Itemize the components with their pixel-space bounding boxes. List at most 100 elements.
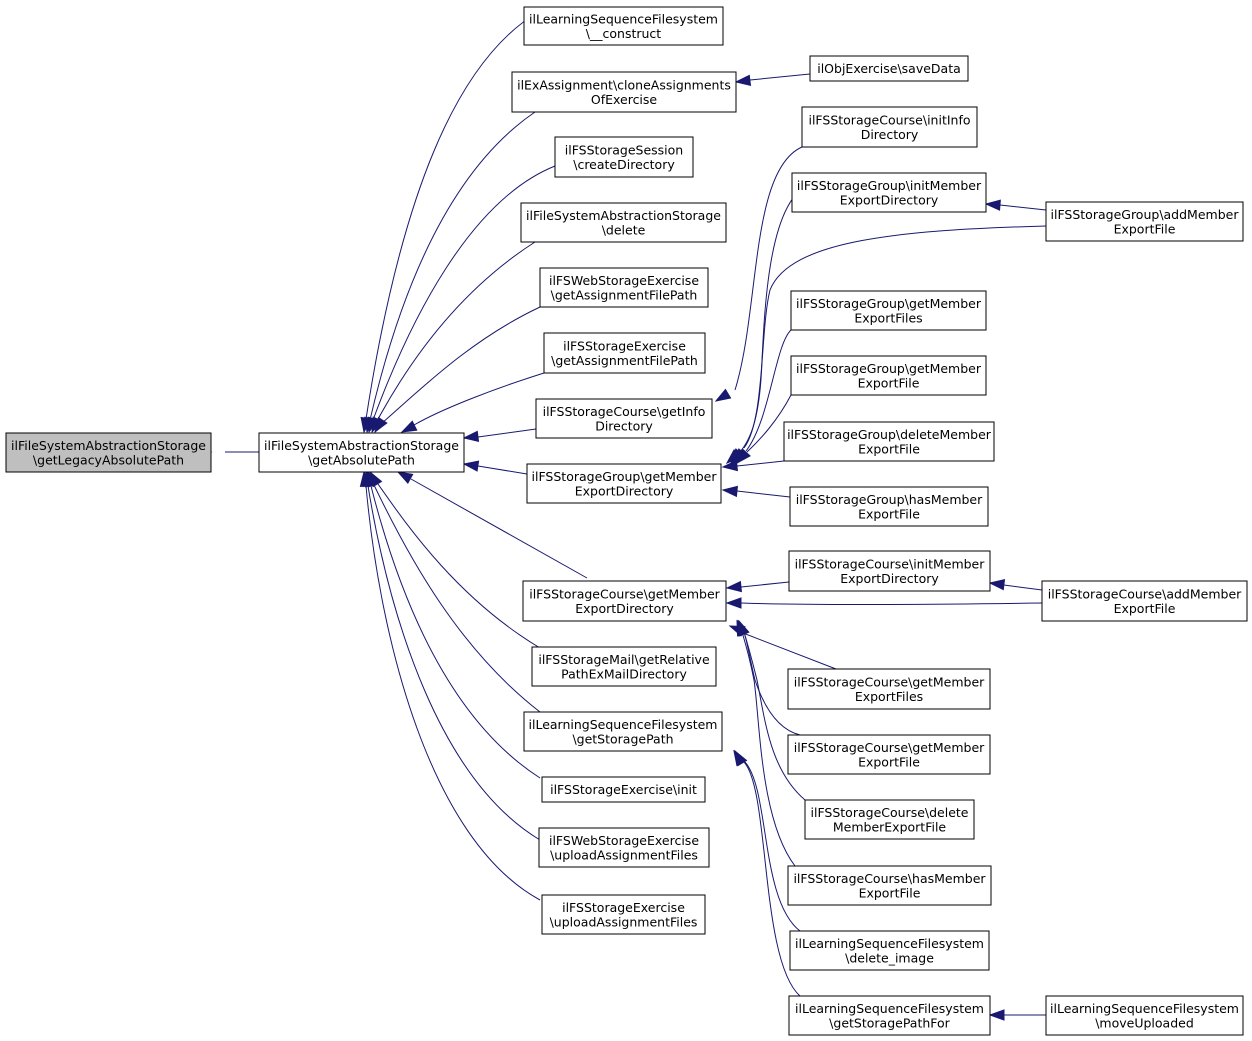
arrowhead-icon — [736, 448, 751, 465]
node-ex-init[interactable]: ilFSStorageExercise\init — [541, 776, 706, 803]
node-web-getassign[interactable]: ilFSWebStorageExercise\getAssignmentFile… — [539, 267, 709, 308]
edge-line — [746, 394, 792, 453]
node-label: ilFSStorageExercise — [563, 338, 686, 353]
node-root[interactable]: ilFileSystemAbstractionStorage\getLegacy… — [5, 432, 212, 473]
edge-line — [749, 73, 811, 81]
node-course-getmemberdir[interactable]: ilFSStorageCourse\getMemberExportDirecto… — [522, 580, 727, 622]
node-lsf-getstorage[interactable]: ilLearningSequenceFilesystem\getStorageP… — [523, 711, 723, 752]
edge-line — [370, 485, 541, 779]
node-box — [522, 580, 727, 622]
edge-group_deletefile-to-group_getmemberdir — [721, 459, 785, 472]
node-label: ilFSStorageGroup\initMember — [797, 178, 982, 193]
node-label: ilFSStorageSession — [565, 142, 683, 157]
node-label: \delete — [602, 222, 646, 237]
arrowhead-icon — [734, 74, 752, 86]
edge-line — [743, 761, 801, 997]
edge-line — [477, 465, 528, 475]
edge-line — [734, 146, 803, 391]
edge-ex_getassign-to-abs — [400, 372, 545, 433]
node-session-createdir[interactable]: ilFSStorageSession\createDirectory — [554, 136, 694, 178]
node-label: ilFSStorageGroup\deleteMember — [787, 427, 992, 442]
node-exa-clone[interactable]: ilExAssignment\cloneAssignmentsOfExercis… — [511, 71, 737, 113]
node-group-getmemberdir[interactable]: ilFSStorageGroup\getMemberExportDirector… — [526, 463, 722, 504]
node-ex-upload[interactable]: ilFSStorageExercise\uploadAssignmentFile… — [541, 894, 706, 935]
edge-line — [377, 483, 541, 649]
edge-course_initinfo-to-course_getinfo — [714, 146, 803, 402]
node-label: Directory — [861, 127, 919, 142]
node-label: \moveUploaded — [1095, 1015, 1194, 1030]
arrowhead-icon — [396, 471, 414, 484]
node-mail-getrel[interactable]: ilFSStorageMail\getRelativePathExMailDir… — [531, 646, 717, 687]
node-box — [554, 136, 694, 178]
node-box — [1041, 580, 1248, 622]
node-course-initmember[interactable]: ilFSStorageCourse\initMemberExportDirect… — [788, 550, 991, 592]
node-label: ExportFile — [1114, 221, 1176, 236]
node-box — [787, 734, 991, 775]
node-box — [789, 930, 990, 971]
node-obj-save[interactable]: ilObjExercise\saveData — [809, 55, 969, 82]
node-box — [783, 421, 995, 462]
edge-line — [381, 306, 541, 424]
node-label: ExportFile — [858, 375, 920, 390]
node-box — [541, 894, 706, 935]
edge-line — [745, 329, 792, 452]
edge-ex_upload-to-abs — [359, 470, 541, 901]
node-label: ExportDirectory — [840, 192, 939, 207]
edge-line — [365, 485, 541, 901]
edge-line — [413, 372, 545, 426]
node-label: ilFSStorageCourse\getInfo — [543, 404, 706, 419]
node-label: ilFileSystemAbstractionStorage — [11, 438, 206, 453]
node-label: ilFSStorageExercise — [562, 900, 685, 915]
edge-line — [740, 581, 790, 588]
node-label: \__construct — [586, 26, 662, 41]
node-label: Directory — [595, 418, 653, 433]
node-label: \getAssignmentFilePath — [551, 287, 698, 302]
node-lsf-moveuploaded[interactable]: ilLearningSequenceFilesystem\moveUploade… — [1045, 995, 1244, 1036]
node-box — [538, 827, 710, 868]
edge-line — [740, 602, 1043, 605]
node-box — [791, 172, 987, 213]
node-label: ilLearningSequenceFilesystem — [1050, 1001, 1239, 1016]
node-label: \getStoragePath — [572, 731, 673, 746]
node-box — [788, 995, 991, 1036]
node-box — [520, 202, 727, 243]
arrowhead-icon — [988, 1009, 1005, 1021]
node-label: ilFSStorageExercise\init — [550, 782, 697, 797]
arrowhead-icon — [733, 749, 747, 767]
edge-line — [743, 225, 1047, 449]
node-ex-getassign[interactable]: ilFSStorageExercise\getAssignmentFilePat… — [543, 332, 706, 374]
node-box — [541, 776, 706, 803]
arrowhead-icon — [714, 388, 732, 402]
node-box — [1045, 201, 1244, 242]
node-label: \createDirectory — [573, 157, 675, 172]
node-label: ExportFiles — [855, 689, 923, 704]
node-lsf-deleteimage[interactable]: ilLearningSequenceFilesystem\delete_imag… — [789, 930, 990, 971]
node-group-initmember[interactable]: ilFSStorageGroup\initMemberExportDirecto… — [791, 172, 987, 213]
node-box — [543, 332, 706, 374]
node-abs[interactable]: ilFileSystemAbstractionStorage\getAbsolu… — [258, 432, 465, 473]
node-label: ilObjExercise\saveData — [817, 61, 961, 76]
node-label: ilFSStorageGroup\getMember — [532, 469, 718, 484]
node-box — [790, 290, 987, 331]
node-label: ExportFile — [1114, 601, 1176, 616]
node-fsas-delete[interactable]: ilFileSystemAbstractionStorage\delete — [520, 202, 727, 243]
node-lsf-construct[interactable]: ilLearningSequenceFilesystem\__construct — [523, 6, 724, 46]
edges-layer — [196, 10, 1047, 1021]
node-label: \getStoragePathFor — [829, 1015, 950, 1030]
node-label: ilFSStorageCourse\initMember — [795, 556, 986, 571]
node-lsf-getpathfor[interactable]: ilLearningSequenceFilesystem\getStorageP… — [788, 995, 991, 1036]
node-web-upload[interactable]: ilFSWebStorageExercise\uploadAssignmentF… — [538, 827, 710, 868]
